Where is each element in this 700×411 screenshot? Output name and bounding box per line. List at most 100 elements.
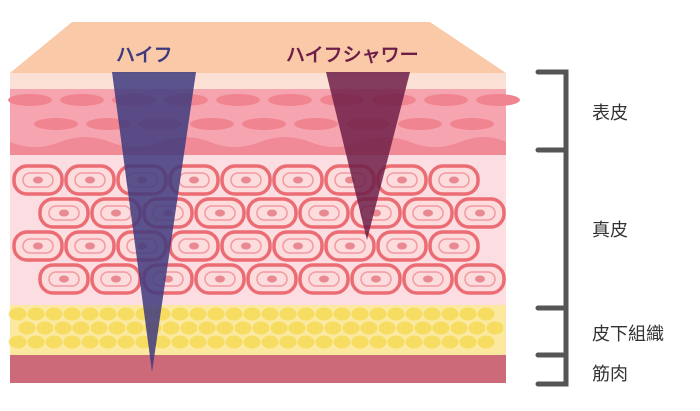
- fat-globule: [404, 306, 424, 322]
- dermis-cell: [376, 230, 428, 262]
- fat-globule: [350, 334, 370, 350]
- fat-globule: [278, 334, 298, 350]
- fat-globule: [188, 306, 208, 322]
- fat-globule: [314, 334, 334, 350]
- epidermis-cell: [242, 118, 286, 130]
- fat-globule: [188, 334, 208, 350]
- fat-globule: [98, 334, 118, 350]
- fat-globule: [467, 320, 487, 336]
- dermis-cell: [246, 197, 298, 229]
- bracket-dermis: [535, 147, 569, 311]
- fat-globule: [80, 334, 100, 350]
- fat-globule: [404, 334, 424, 350]
- fat-globule: [170, 306, 190, 322]
- skin-edge: [10, 73, 506, 89]
- fat-globule: [260, 334, 280, 350]
- hifu-probe-beam: [112, 72, 196, 372]
- fat-globule: [80, 306, 100, 322]
- dermis-cell: [402, 197, 454, 229]
- fat-globule: [449, 320, 469, 336]
- fat-globule: [377, 320, 397, 336]
- dermis-cell: [194, 263, 246, 295]
- dermis-cell: [12, 164, 64, 196]
- fat-globule: [458, 334, 478, 350]
- fat-globule: [242, 306, 262, 322]
- dermis-cell: [64, 164, 116, 196]
- fat-globule: [26, 306, 46, 322]
- fat-globule: [359, 320, 379, 336]
- probe-label-hifu: ハイフ: [116, 44, 173, 66]
- fat-globule: [215, 320, 235, 336]
- dermis-cell: [298, 263, 350, 295]
- fat-globule: [89, 320, 109, 336]
- fat-globule: [8, 306, 28, 322]
- fat-globule: [8, 334, 28, 350]
- fat-globule: [98, 306, 118, 322]
- fat-globule: [233, 320, 253, 336]
- epidermis-cell: [60, 94, 104, 106]
- fat-cells: [8, 306, 505, 350]
- dermis-cell: [298, 197, 350, 229]
- fat-globule: [224, 306, 244, 322]
- dermis-cell: [220, 230, 272, 262]
- epidermis-cell: [294, 118, 338, 130]
- fat-globule: [17, 320, 37, 336]
- fat-globule: [179, 320, 199, 336]
- fat-globule: [251, 320, 271, 336]
- fat-globule: [485, 320, 505, 336]
- dermis-cell: [428, 230, 480, 262]
- epidermis-cell: [190, 118, 234, 130]
- fat-globule: [170, 334, 190, 350]
- epidermis-cell: [398, 118, 442, 130]
- fat-globule: [431, 320, 451, 336]
- fat-globule: [386, 334, 406, 350]
- fat-globule: [332, 306, 352, 322]
- fat-globule: [278, 306, 298, 322]
- dermis-cell: [38, 263, 90, 295]
- epidermis-cell: [450, 118, 494, 130]
- epidermis-cell: [424, 94, 468, 106]
- fat-globule: [107, 320, 127, 336]
- fat-globule: [206, 306, 226, 322]
- fat-globule: [62, 334, 82, 350]
- dermis-cell: [350, 263, 402, 295]
- layer-label-muscle: 筋肉: [592, 364, 628, 385]
- fat-globule: [476, 334, 496, 350]
- bracket-subcutaneous: [535, 305, 569, 358]
- dermis-cell: [324, 230, 376, 262]
- fat-globule: [386, 306, 406, 322]
- epidermis-cell: [8, 94, 52, 106]
- fat-globule: [260, 306, 280, 322]
- fat-globule: [440, 334, 460, 350]
- dermis-cell: [64, 230, 116, 262]
- fat-globule: [125, 320, 145, 336]
- dermis-cell: [38, 197, 90, 229]
- fat-globule: [458, 306, 478, 322]
- fat-globule: [26, 334, 46, 350]
- dermis-cell: [90, 263, 142, 295]
- fat-globule: [224, 334, 244, 350]
- dermis-cell: [168, 164, 220, 196]
- fat-globule: [35, 320, 55, 336]
- dermis-cell: [402, 263, 454, 295]
- dermis-cell: [428, 164, 480, 196]
- layer-label-dermis: 真皮: [592, 220, 628, 241]
- layer-label-subcutaneous: 皮下組織: [592, 324, 664, 345]
- fat-globule: [476, 306, 496, 322]
- fat-globule: [368, 306, 388, 322]
- muscle-layer: [10, 355, 506, 383]
- fat-globule: [440, 306, 460, 322]
- fat-globule: [422, 306, 442, 322]
- fat-globule: [242, 334, 262, 350]
- layer-brackets: [535, 69, 569, 387]
- dermis-cell: [454, 263, 506, 295]
- fat-globule: [332, 334, 352, 350]
- fat-globule: [296, 306, 316, 322]
- dermis-cell: [376, 164, 428, 196]
- fat-globule: [296, 334, 316, 350]
- epidermis-cell: [216, 94, 260, 106]
- fat-globule: [206, 334, 226, 350]
- bracket-epidermis: [535, 69, 569, 153]
